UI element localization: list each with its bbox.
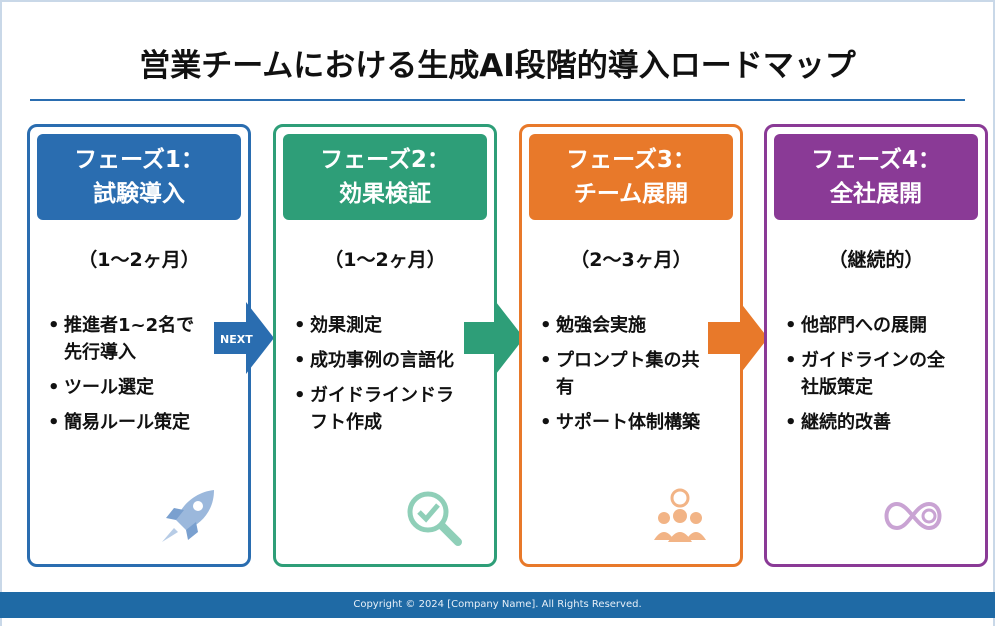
phase-items: 推進者1~2名で先行導入ツール選定簡易ルール策定 (48, 312, 248, 436)
magnifier-check-icon (407, 491, 462, 546)
phase-period: （1〜2ヶ月） (324, 249, 446, 271)
phase-card-3: フェーズ3： チーム展開 （2〜3ヶ月） 勉強会実施プロンプト集の共有サポート体制… (519, 124, 743, 567)
phase-number: フェーズ2： (320, 147, 450, 173)
phase-period: （2〜3ヶ月） (570, 249, 692, 271)
list-item: 成功事例の言語化 (294, 347, 456, 374)
phase-name: 効果検証 (339, 181, 431, 207)
phase-items: 効果測定成功事例の言語化ガイドラインドラフト作成 (294, 312, 494, 436)
infinity-gear-icon (884, 501, 942, 531)
list-item: 簡易ルール策定 (48, 409, 210, 436)
list-item: 効果測定 (294, 312, 456, 339)
arrow-right (708, 302, 768, 374)
list-item: サポート体制構築 (540, 409, 702, 436)
list-item: ガイドラインドラフト作成 (294, 382, 456, 436)
phase-header: フェーズ1： 試験導入 (37, 134, 241, 220)
phase-number: フェーズ1： (74, 147, 204, 173)
list-item: 継続的改善 (785, 409, 947, 436)
list-item: ツール選定 (48, 374, 210, 401)
page-title: 営業チームにおける生成AI段階的導入ロードマップ (139, 48, 856, 84)
next-arrow: NEXT (214, 302, 274, 374)
list-item: 他部門への展開 (785, 312, 947, 339)
phase-items: 勉強会実施プロンプト集の共有サポート体制構築 (540, 312, 740, 436)
list-item: 勉強会実施 (540, 312, 702, 339)
phase-card-4: フェーズ4： 全社展開 （継続的） 他部門への展開ガイドラインの全社版策定継続的改… (764, 124, 988, 567)
title-divider (30, 99, 965, 101)
phase-header: フェーズ4： 全社展開 (774, 134, 978, 220)
phase-name: チーム展開 (573, 181, 689, 207)
next-label: NEXT (220, 333, 253, 346)
phase-name: 全社展開 (830, 181, 922, 207)
phase-period: （1〜2ヶ月） (78, 249, 200, 271)
phase-card-1: フェーズ1： 試験導入 （1〜2ヶ月） 推進者1~2名で先行導入ツール選定簡易ルー… (27, 124, 251, 567)
list-item: プロンプト集の共有 (540, 347, 702, 401)
phase-header: フェーズ3： チーム展開 (529, 134, 733, 220)
phase-card-2: フェーズ2： 効果検証 （1〜2ヶ月） 効果測定成功事例の言語化ガイドラインドラフ… (273, 124, 497, 567)
rocket-icon (162, 490, 214, 542)
phase-number: フェーズ3： (566, 147, 696, 173)
list-item: 推進者1~2名で先行導入 (48, 312, 210, 366)
phase-header: フェーズ2： 効果検証 (283, 134, 487, 220)
list-item: ガイドラインの全社版策定 (785, 347, 947, 401)
arrow-right (464, 302, 524, 374)
footer-copyright: Copyright © 2024 [Company Name]. All Rig… (0, 592, 995, 618)
phase-items: 他部門への展開ガイドラインの全社版策定継続的改善 (785, 312, 985, 436)
phase-name: 試験導入 (93, 181, 185, 207)
phase-number: フェーズ4： (811, 147, 941, 173)
phase-period: （継続的） (828, 249, 924, 271)
team-lightbulb-icon (654, 488, 706, 542)
